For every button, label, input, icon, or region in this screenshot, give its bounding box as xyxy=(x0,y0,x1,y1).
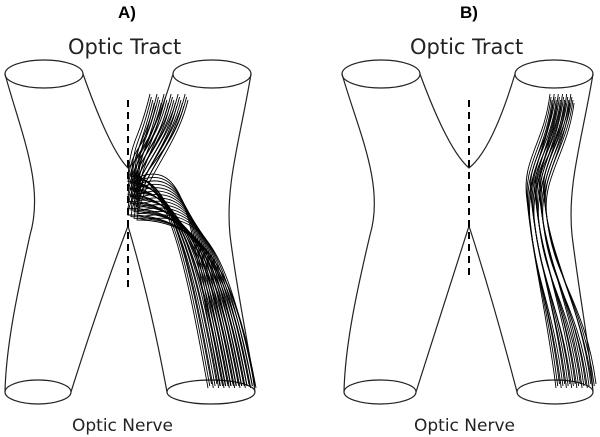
panel-a-right-tract-ellipse xyxy=(172,59,252,89)
panel-a-left-outer-edge xyxy=(4,73,36,393)
fiber-tract-line xyxy=(134,187,232,387)
panel-a-right-nerve-ellipse xyxy=(166,379,256,405)
fiber-tract-line xyxy=(127,99,230,389)
panel-b-right-tract-ellipse xyxy=(514,59,594,89)
panel-a-left-nerve-ellipse xyxy=(4,379,72,405)
fiber-tract-line xyxy=(537,99,581,385)
fiber-tract-line xyxy=(533,96,573,389)
panel-b-bottom-notch xyxy=(415,224,518,393)
fiber-tract-line xyxy=(133,96,220,389)
fiber-tract-line xyxy=(130,93,253,387)
panel-b-optic-nerve-label: Optic Nerve xyxy=(414,416,515,436)
fiber-tract-line xyxy=(127,105,216,387)
panel-a-top-notch xyxy=(82,73,174,169)
panel-b-chiasm-outline xyxy=(341,59,594,405)
fiber-tract-line xyxy=(132,177,224,387)
panel-a-bottom-notch xyxy=(70,224,168,393)
panel-b-right-outer-edge xyxy=(570,73,594,393)
panel-a-fiber-tracts xyxy=(127,93,257,389)
fiber-tract-line xyxy=(127,96,237,387)
fiber-tract-line xyxy=(133,93,227,387)
fiber-tract-line xyxy=(139,217,256,387)
fiber-tract-line xyxy=(127,93,244,385)
panel-a-left-tract-ellipse xyxy=(4,59,84,89)
panel-b-top-notch xyxy=(419,73,516,169)
panel-b-left-outer-edge xyxy=(341,73,375,393)
panel-a-optic-tract-label: Optic Tract xyxy=(68,35,181,59)
panel-b-fiber-tracts xyxy=(525,93,597,389)
panel-a: A) Optic Tract Optic Nerve xyxy=(4,3,257,436)
panel-b: B) Optic Tract Optic Nerve xyxy=(341,3,597,436)
fiber-tract-line xyxy=(130,93,218,385)
panel-b-left-tract-ellipse xyxy=(341,59,421,89)
panel-b-label: B) xyxy=(460,3,478,22)
panel-a-optic-nerve-label: Optic Nerve xyxy=(72,416,173,436)
fiber-tract-line xyxy=(136,99,221,387)
fiber-tract-line xyxy=(545,102,597,385)
fiber-tract-line xyxy=(542,102,590,387)
panel-b-left-nerve-ellipse xyxy=(343,379,417,405)
panel-b-optic-tract-label: Optic Tract xyxy=(410,35,523,59)
panel-a-label: A) xyxy=(118,3,136,22)
